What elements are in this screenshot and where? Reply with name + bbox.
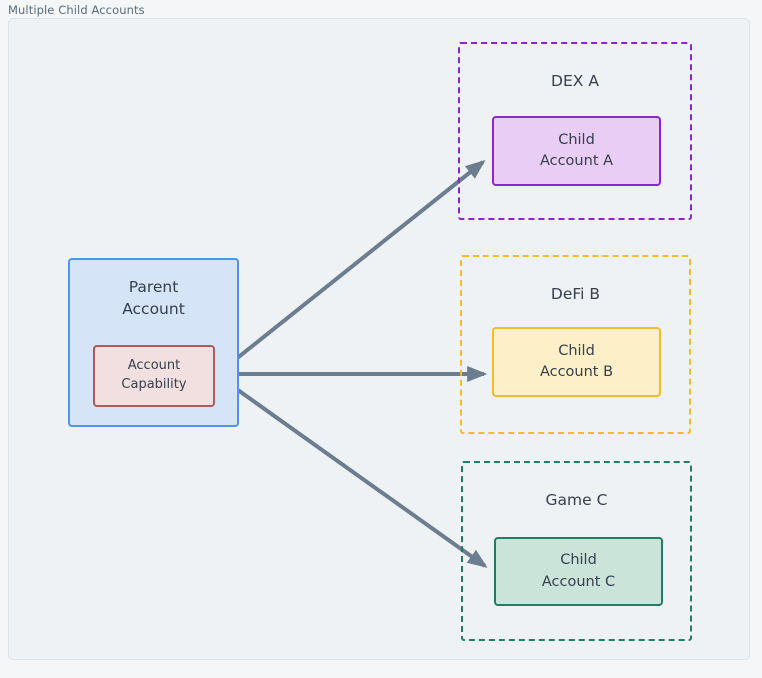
group-game-c-label: Game C <box>545 491 608 509</box>
child-account-b-label-line1: Child <box>558 342 595 359</box>
account-capability-label-line1: Account <box>127 358 181 374</box>
child-account-c-label-line2: Account C <box>541 573 616 590</box>
group-game-c: Game C <box>461 461 692 641</box>
group-dex-a: DEX A <box>458 42 692 220</box>
parent-account-label-line1: Parent <box>128 278 179 296</box>
group-dex-a-label: DEX A <box>551 72 599 90</box>
child-account-b-node[interactable]: Child Account B <box>492 327 661 397</box>
child-account-c-node[interactable]: Child Account C <box>494 537 663 606</box>
group-defi-b: DeFi B <box>460 255 691 434</box>
parent-account-label-line2: Account <box>122 300 185 319</box>
child-account-c-label-line1: Child <box>560 552 597 569</box>
account-capability-node[interactable]: Account Capability <box>93 345 215 407</box>
diagram-title: Multiple Child Accounts <box>8 3 145 17</box>
group-defi-b-label: DeFi B <box>550 285 601 303</box>
child-account-a-label-line1: Child <box>558 131 595 148</box>
child-account-a-node[interactable]: Child Account A <box>492 116 661 186</box>
child-account-b-label-line2: Account B <box>539 364 614 380</box>
child-account-a-label-line2: Account A <box>539 153 614 169</box>
account-capability-label-line2: Capability <box>121 377 187 392</box>
